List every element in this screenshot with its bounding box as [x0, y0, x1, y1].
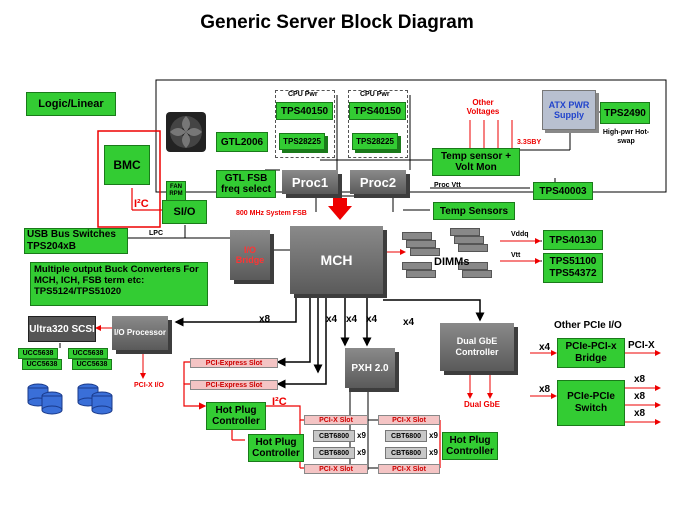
proc2-chip: Proc2 [350, 170, 406, 194]
pcie-slot-2[interactable]: PCI-Express Slot [190, 380, 278, 390]
pcix-io-label: PCI-X I/O [134, 382, 164, 389]
tps40003-box: TPS40003 [533, 182, 593, 200]
x9-label-2: x9 [357, 448, 366, 457]
high-pwr-label: High-pwr Hot-swap [602, 129, 650, 145]
dual-gbe-controller: Dual GbE Controller [440, 323, 514, 371]
cbt6800-3: CBT6800 [385, 430, 427, 442]
ucc5638-box-2: UCC5638 [22, 359, 62, 370]
pcix-slot-2[interactable]: PCI-X Slot [378, 415, 440, 425]
io-processor-chip: I/O Processor [112, 316, 168, 350]
pcie-slot-1[interactable]: PCI-Express Slot [190, 358, 278, 368]
proc1-chip: Proc1 [282, 170, 338, 194]
hot-plug-controller-2: Hot Plug Controller [248, 434, 304, 462]
fsb-label: 800 MHz System FSB [236, 210, 307, 217]
tps28225-box-2: TPS28225 [352, 133, 398, 150]
x9-label-3: x9 [429, 431, 438, 440]
x8-switch-label: x8 [539, 384, 551, 395]
hot-plug-controller-1: Hot Plug Controller [206, 402, 266, 430]
x8-out-label-2: x8 [634, 391, 646, 402]
fan-icon [166, 112, 206, 152]
vtt-label: Vtt [511, 252, 521, 259]
pxh-chip: PXH 2.0 [345, 348, 395, 388]
atx-pwr-supply: ATX PWR Supply [542, 90, 596, 130]
logic-linear-box: Logic/Linear [26, 92, 116, 116]
dimm-modules [402, 226, 502, 286]
tps2490-box: TPS2490 [600, 102, 650, 124]
cpu-pwr-label-1: CPU Pwr [288, 91, 318, 98]
x4-label-d: x4 [403, 317, 415, 328]
x4-label-c: x4 [366, 314, 378, 325]
lpc-label: LPC [149, 230, 163, 237]
x8-out-label-3: x8 [634, 408, 646, 419]
mch-chip: MCH [290, 226, 383, 294]
io-bridge-chip: I/O Bridge [230, 230, 270, 280]
bmc-box: BMC [104, 145, 150, 185]
hot-plug-controller-3: Hot Plug Controller [442, 432, 498, 460]
page-title: Generic Server Block Diagram [200, 12, 474, 33]
ultra320-scsi-box: Ultra320 SCSI [28, 316, 96, 342]
buck-converters-box: Multiple output Buck Converters For MCH,… [30, 262, 208, 306]
x8-out-label-1: x8 [634, 374, 646, 385]
cbt6800-2: CBT6800 [313, 447, 355, 459]
io-bridge-label: I/O Bridge [235, 245, 265, 265]
x8-iop-label: x8 [259, 314, 271, 325]
i2c-label-top: I²C [134, 198, 149, 210]
x9-label-4: x9 [429, 448, 438, 457]
vddq-label: Vddq [511, 231, 529, 238]
usb-switches-box: USB Bus Switches TPS204xB [24, 228, 128, 254]
proc-vtt-label: Proc Vtt [434, 182, 461, 189]
gtl2006-box: GTL2006 [216, 132, 268, 152]
cpu-pwr-label-2: CPU Pwr [360, 91, 390, 98]
pcie-pcix-bridge: PCIe-PCI-x Bridge [557, 338, 625, 368]
pcie-pcie-switch: PCIe-PCIe Switch [557, 380, 625, 426]
gtl-fsb-box: GTL FSB freq select [216, 170, 276, 198]
pcix-slot-3[interactable]: PCI-X Slot [304, 464, 368, 474]
cbt6800-1: CBT6800 [313, 430, 355, 442]
i2c-label-bottom: I²C [272, 396, 287, 408]
other-pcie-io-label: Other PCIe I/O [554, 320, 622, 331]
sio-box: SI/O [162, 200, 207, 224]
x4-bridge-label: x4 [539, 342, 551, 353]
disk-drives-icon [16, 378, 116, 418]
other-voltages-label: Other Voltages [466, 98, 500, 116]
tps40130-box: TPS40130 [543, 230, 603, 250]
temp-volt-mon-box: Temp sensor + Volt Mon [432, 148, 520, 176]
tps51100-box: TPS51100 TPS54372 [543, 253, 603, 283]
pcix-slot-4[interactable]: PCI-X Slot [378, 464, 440, 474]
3v3-sby-label: 3.3SBY [517, 139, 542, 146]
temp-sensors-box: Temp Sensors [433, 202, 515, 220]
cpu-pwr-group-1 [275, 90, 335, 158]
fan-rpm-box: FAN RPM [166, 181, 186, 201]
ucc5638-box-1: UCC5638 [18, 348, 58, 359]
cpu-pwr-group-2 [348, 90, 408, 158]
ucc5638-box-4: UCC5638 [72, 359, 112, 370]
tps40150-box-1: TPS40150 [276, 102, 333, 120]
ucc5638-box-3: UCC5638 [68, 348, 108, 359]
dual-gbe-label: Dual GbE [464, 400, 501, 409]
dimms-label: DIMMs [434, 256, 470, 268]
pcix-slot-1[interactable]: PCI-X Slot [304, 415, 368, 425]
tps28225-box-1: TPS28225 [279, 133, 325, 150]
pcix-out-label: PCI-X [628, 340, 655, 351]
tps40150-box-2: TPS40150 [349, 102, 406, 120]
x4-label-a: x4 [326, 314, 338, 325]
cbt6800-4: CBT6800 [385, 447, 427, 459]
x4-label-b: x4 [346, 314, 358, 325]
x9-label-1: x9 [357, 431, 366, 440]
